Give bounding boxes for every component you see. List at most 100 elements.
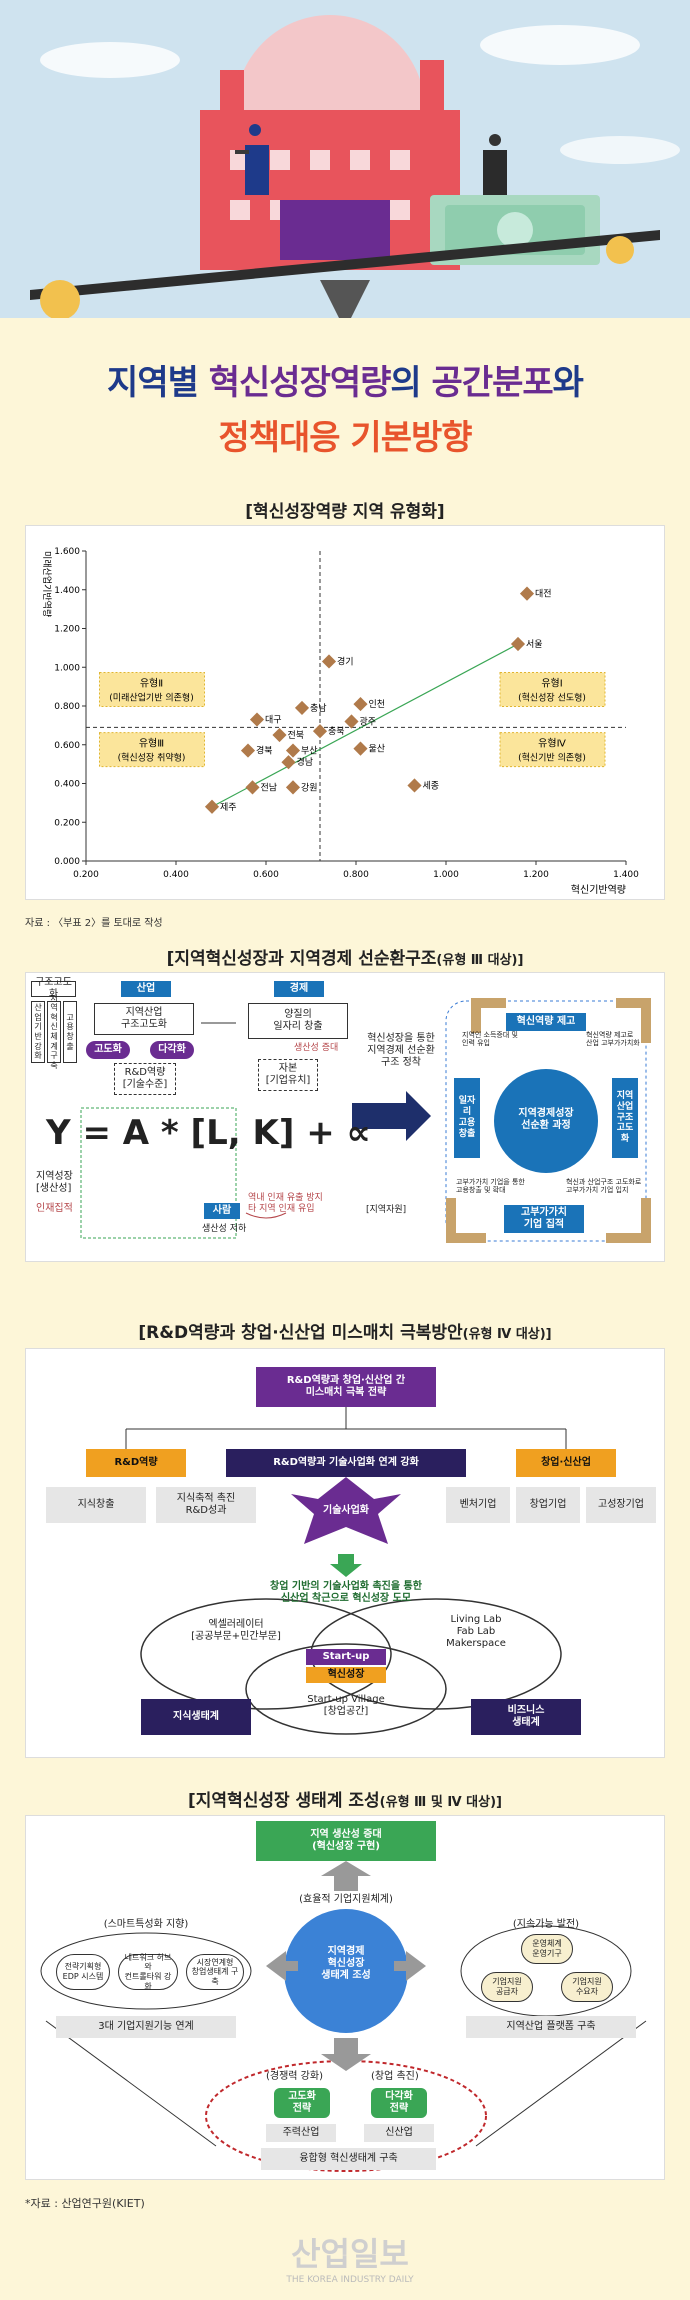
x-tick-label: 0.800 (343, 870, 369, 880)
cycle-bottom: 고부가가치 기업 집적 (504, 1205, 584, 1233)
data-point-label: 대구 (265, 715, 282, 726)
data-point-label: 경기 (337, 655, 354, 667)
data-point (510, 636, 526, 652)
supplier-circle: 기업지원 공급자 (481, 1972, 533, 2002)
rnd-box: R&D역량 [기술수준] (114, 1063, 176, 1095)
ops-circle: 운영체계 운영기구 (521, 1934, 573, 1964)
jobs-box: 양질의 일자리 창출 (248, 1003, 348, 1039)
data-point (245, 780, 260, 795)
diverse-tag: 다각화 (150, 1041, 194, 1059)
data-point-label: 경남 (297, 756, 314, 768)
policy-label: 혁신성장을 통한 지역경제 선순환 구조 정착 (367, 1033, 435, 1068)
y-axis-label: 미래산업기반역량 (41, 551, 53, 617)
market-circle: 시장연계형 창업생태계 구축 (186, 1954, 244, 1990)
startup-firm: 창업기업 (516, 1487, 580, 1523)
cycle-card: 구조고도화 산업기반강화 지역혁신체계구축 고용창출 산업 지역산업 구조고도화… (25, 972, 665, 1262)
section3-heading: [R&D역량과 창업·신산업 미스매치 극복방안(유형 Ⅳ 대상)] (138, 1323, 552, 1343)
resource-label: [지역자원] (366, 1205, 407, 1215)
main-title: 지역별 혁신성장역량의 공간분포와 정책대응 기본방향 (0, 355, 690, 459)
trend-line (211, 643, 519, 808)
data-point (344, 714, 359, 729)
bottom-bar: 융합형 혁신생태계 구축 (261, 2148, 436, 2170)
upgrade-label: 구조고도화 (31, 977, 76, 1000)
data-point-label: 전남 (261, 782, 278, 793)
footer-source: *자료 : 산업연구원(KIET) (25, 2197, 145, 2210)
y-tick-label: 0.400 (54, 780, 80, 790)
quadrant-name: 유형Ⅱ (140, 678, 163, 690)
prod-up-label: 생산성 증대 (294, 1043, 339, 1053)
x-tick-label: 1.200 (523, 870, 549, 880)
eco-top: 지역 생산성 증대 (혁신성장 구현) (256, 1821, 436, 1861)
knowledge-creation: 지식창출 (46, 1487, 146, 1523)
people-tag: 사람 (204, 1203, 240, 1219)
data-point-label: 인천 (369, 699, 386, 710)
link-tag: R&D역량과 기술사업화 연계 강화 (226, 1449, 466, 1477)
y-tick-label: 1.400 (54, 586, 80, 596)
startup-tag: 창업·신산업 (516, 1449, 616, 1477)
title-line-1: 지역별 혁신성장역량의 공간분포와 (107, 363, 584, 403)
logo: 산업일보 (291, 2235, 409, 2273)
title-line-2: 정책대응 기본방향 (218, 418, 472, 458)
y-tick-label: 0.000 (54, 857, 80, 867)
data-point (321, 654, 337, 669)
startup-label: Start-up (306, 1649, 386, 1665)
data-point (204, 799, 220, 814)
data-point-label: 제주 (220, 802, 237, 813)
note-top-left: 지역인 소득증대 및 인력 유입 (462, 1031, 518, 1048)
sustain-label: (지속가능 발전) (512, 1919, 580, 1930)
cycle-left: 일자리 고용창출 (454, 1078, 480, 1158)
y-tick-label: 0.600 (54, 741, 80, 751)
high-growth: 고성장기업 (586, 1487, 656, 1523)
data-point-label: 전북 (288, 730, 305, 741)
demand-circle: 기업지원 수요자 (561, 1972, 613, 2002)
y-tick-label: 1.600 (54, 547, 80, 557)
cycle-top: 혁신역량 제고 (506, 1013, 586, 1031)
x-axis-label: 혁신기반역량 (571, 884, 626, 896)
y-tick-label: 0.800 (54, 702, 80, 712)
ecosystem-card: 지역 생산성 증대 (혁신성장 구현) (효율적 기업지원체계) 지역경제 혁신… (25, 1815, 665, 2180)
found-label: (창업 촉진) (371, 2071, 419, 2082)
prod-down-label: 생산성 저하 (202, 1224, 247, 1234)
knowledge-accumulation: 지식축적 촉진 R&D성과 (156, 1487, 256, 1523)
quadrant-box (499, 732, 606, 768)
y-tick-label: 1.200 (54, 625, 80, 635)
living-lab: Living Lab Fab Lab Makerspace (446, 1614, 506, 1649)
cycle-center: 지역경제성장 선순환 과정 (518, 1108, 574, 1131)
data-point-label: 울산 (369, 744, 386, 755)
x-tick-label: 0.400 (163, 870, 189, 880)
note-bottom-left: 고부가가치 기업을 통한 고용창출 및 확대 (456, 1178, 525, 1195)
data-point (353, 741, 368, 756)
section1-source: 자료 : 〈부표 2〉를 토대로 작성 (25, 918, 163, 929)
x-tick-label: 1.000 (433, 870, 459, 880)
quadrant-box (99, 672, 205, 707)
formula: Y = A * [L, K] + ∝ (46, 1113, 371, 1153)
cycle-arrows (80, 998, 651, 1243)
data-point (519, 586, 535, 601)
vert-box-2: 지역혁신체계구축 (47, 994, 61, 1070)
right-bar: 지역산업 플랫폼 구축 (466, 2016, 636, 2038)
data-point-label: 경북 (256, 745, 273, 757)
efficient-label: (효율적 기업지원체계) (299, 1894, 393, 1905)
data-point-label: 강원 (301, 782, 318, 793)
quadrant-name: 유형Ⅳ (538, 738, 566, 750)
edp-circle: 전략기획형 EDP 시스템 (56, 1954, 110, 1990)
data-point (353, 696, 368, 712)
note-bottom-right: 혁신과 산업구조 고도화로 고부가가치 기업 입지 (566, 1178, 642, 1195)
accelerator: 엑셀러레이터 [공공부문+민간부문] (191, 1619, 281, 1642)
data-point-label: 충남 (310, 703, 327, 714)
knowledge-eco: 지식생태계 (141, 1699, 251, 1735)
data-point (407, 778, 422, 793)
x-tick-label: 1.400 (613, 870, 639, 880)
x-tick-label: 0.200 (73, 870, 99, 880)
scatter-chart: 0.200 0.400 0.600 0.800 1.000 1.200 1.400 0.000… (41, 547, 639, 896)
quadrant-desc: (혁신기반 의존형) (518, 753, 586, 764)
cycle-right: 지역산업 구조고도화 (612, 1078, 638, 1158)
talent-label: 인재집적 (36, 1203, 73, 1214)
section1-heading: [혁신성장역량 지역 유형화] (245, 502, 445, 522)
quadrant-desc: (미래산업기반 의존형) (109, 693, 193, 704)
data-point (281, 755, 296, 770)
diversify-strategy: 다각화 전략 (371, 2088, 427, 2118)
scatter-card: 0.200 0.400 0.600 0.800 1.000 1.200 1.400 0.000… (25, 525, 665, 900)
section2-heading: [지역혁신성장과 지역경제 선순환구조(유형 Ⅲ 대상)] (166, 949, 524, 969)
hero-illustration (0, 0, 690, 345)
